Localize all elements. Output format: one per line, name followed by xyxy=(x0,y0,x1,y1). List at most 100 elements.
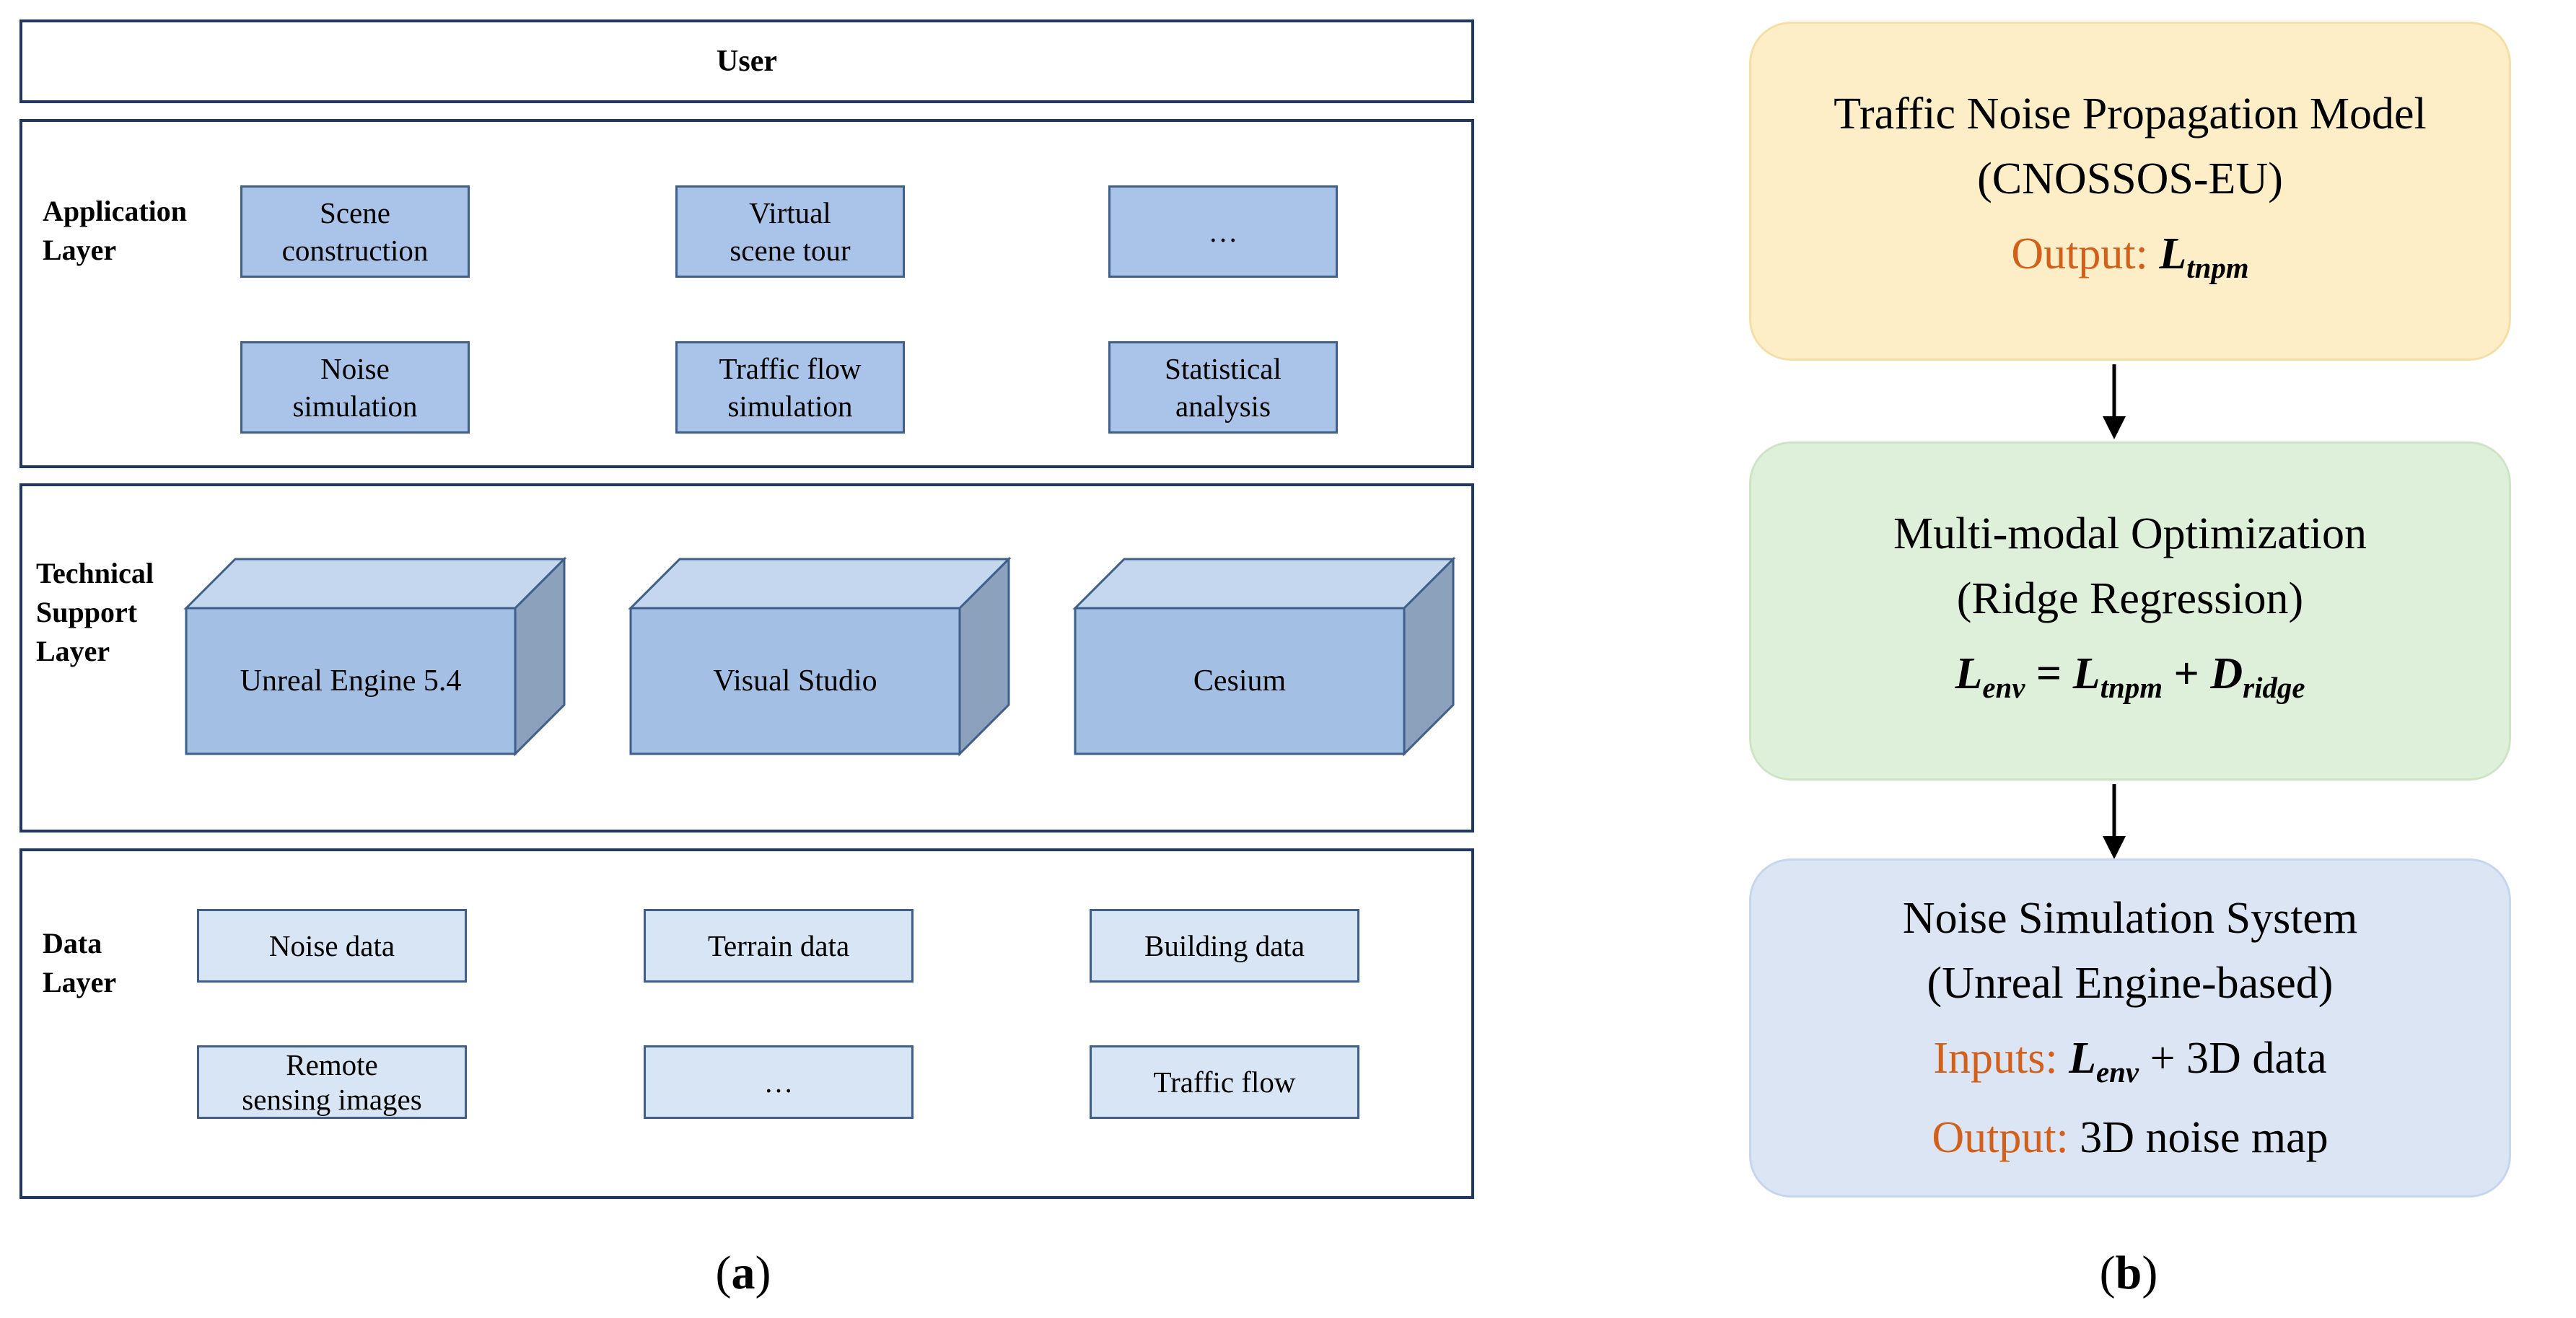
symbol-main: L xyxy=(2159,229,2187,278)
module-statistical-analysis: Statistical analysis xyxy=(1108,341,1338,434)
tool-cubes xyxy=(183,556,1456,757)
data-text: … xyxy=(763,1066,794,1099)
inputs-label: Inputs: xyxy=(1933,1033,2058,1083)
cube-top-face xyxy=(1072,558,1456,610)
cube-visual-studio xyxy=(628,556,1012,757)
output-label: Output: xyxy=(2011,229,2148,278)
technical-layer-label: Technical Support Layer xyxy=(36,554,154,671)
symbol-sub: tnpm xyxy=(2100,672,2163,705)
cube-front-face xyxy=(185,607,517,755)
system-title: Noise Simulation System xyxy=(1902,893,2358,943)
technical-layer-label-line: Support xyxy=(36,596,138,628)
optimization-title: Multi-modal Optimization xyxy=(1893,509,2367,558)
propagation-output: Output: Ltnpm xyxy=(2011,221,2248,301)
panel-b: Traffic Noise Propagation Model (CNOSSOS… xyxy=(1717,0,2576,1318)
formula-term-2: Dridge xyxy=(2210,649,2305,704)
cube-top-face xyxy=(183,558,567,610)
data-layer-label-line: Layer xyxy=(43,966,117,998)
symbol-sub: env xyxy=(1982,672,2025,705)
module-text: Traffic flow xyxy=(719,352,862,385)
panel-a: User Application Layer Scene construction… xyxy=(19,19,1474,1299)
cube-unreal-engine xyxy=(183,556,567,757)
symbol-main: L xyxy=(1955,649,1983,698)
application-layer-label-line: Layer xyxy=(43,234,117,266)
symbol-main: D xyxy=(2210,649,2243,698)
symbol-sub: tnpm xyxy=(2186,252,2249,285)
arrow-down-2 xyxy=(2103,784,2126,859)
data-text: sensing images xyxy=(242,1083,422,1116)
formula-lhs: Lenv xyxy=(1955,649,2025,704)
module-text: … xyxy=(1208,215,1238,248)
caption-paren: ) xyxy=(2142,1247,2158,1299)
caption-a: (a) xyxy=(635,1241,851,1306)
tool-unreal-engine-label: Unreal Engine 5.4 xyxy=(240,664,462,698)
data-text: Remote xyxy=(286,1048,378,1081)
cube-front-face xyxy=(1074,607,1406,755)
data-text: Noise data xyxy=(268,929,395,962)
data-terrain: Terrain data xyxy=(644,909,914,983)
propagation-model-box: Traffic Noise Propagation Model (CNOSSOS… xyxy=(1749,22,2511,361)
data-layer: Data Layer Noise data Terrain data Build… xyxy=(19,848,1474,1199)
user-label: User xyxy=(717,45,777,78)
system-output: Output: 3D noise map xyxy=(1932,1105,2328,1170)
inputs-rest: + 3D data xyxy=(2139,1033,2327,1083)
module-text: construction xyxy=(281,234,429,267)
module-noise-simulation: Noise simulation xyxy=(240,341,470,434)
module-text: Virtual xyxy=(749,196,831,229)
caption-letter: b xyxy=(2115,1247,2142,1299)
module-text: Noise xyxy=(320,352,390,385)
system-output-value: 3D noise map xyxy=(2068,1113,2329,1163)
data-layer-label: Data Layer xyxy=(43,924,116,1002)
optimization-box: Multi-modal Optimization (Ridge Regressi… xyxy=(1749,441,2511,781)
module-text: scene tour xyxy=(730,234,851,267)
simulation-system-box: Noise Simulation System (Unreal Engine-b… xyxy=(1749,858,2511,1198)
inputs-symbol: Lenv xyxy=(2069,1033,2139,1089)
data-traffic-flow: Traffic flow xyxy=(1090,1045,1359,1119)
data-more: … xyxy=(644,1045,914,1119)
user-bar: User xyxy=(19,19,1474,103)
technical-layer-label-line: Layer xyxy=(36,635,110,667)
cube-front-face xyxy=(629,607,961,755)
symbol-main: L xyxy=(2072,649,2100,698)
data-layer-label-line: Data xyxy=(43,927,102,959)
caption-paren: ( xyxy=(715,1247,732,1299)
data-text: Terrain data xyxy=(707,929,850,962)
formula-equals: = xyxy=(2025,649,2073,698)
caption-paren: ) xyxy=(755,1247,771,1299)
tool-cesium-label: Cesium xyxy=(1193,664,1287,698)
optimization-subtitle: (Ridge Regression) xyxy=(1956,574,2304,623)
module-text: Statistical xyxy=(1165,352,1282,385)
symbol-main: L xyxy=(2069,1033,2097,1083)
data-noise: Noise data xyxy=(197,909,467,983)
application-layer-label-line: Application xyxy=(43,195,188,227)
symbol-sub: ridge xyxy=(2243,672,2305,705)
data-text: Building data xyxy=(1144,929,1305,962)
system-output-label: Output: xyxy=(1932,1113,2069,1163)
data-building: Building data xyxy=(1090,909,1359,983)
formula-plus: + xyxy=(2163,649,2211,698)
module-virtual-scene-tour: Virtual scene tour xyxy=(675,185,905,278)
propagation-title: Traffic Noise Propagation Model xyxy=(1834,89,2427,139)
cube-cesium xyxy=(1072,556,1456,757)
module-more: … xyxy=(1108,185,1338,278)
system-inputs: Inputs: Lenv + 3D data xyxy=(1933,1026,2326,1105)
technical-layer-label-line: Technical xyxy=(36,557,154,589)
caption-b: (b) xyxy=(2020,1241,2237,1306)
module-text: analysis xyxy=(1175,390,1271,423)
data-text: Traffic flow xyxy=(1153,1066,1296,1099)
formula-term-1: Ltnpm xyxy=(2072,649,2163,704)
ridge-formula: Lenv = Ltnpm + Dridge xyxy=(1955,641,2305,721)
caption-letter: a xyxy=(731,1247,755,1299)
cube-top-face xyxy=(628,558,1012,610)
system-subtitle: (Unreal Engine-based) xyxy=(1927,958,2334,1008)
arrow-down-1 xyxy=(2103,364,2126,439)
propagation-subtitle: (CNOSSOS-EU) xyxy=(1977,154,2283,203)
module-scene-construction: Scene construction xyxy=(240,185,470,278)
module-text: Scene xyxy=(320,196,390,229)
output-symbol: Ltnpm xyxy=(2159,229,2248,284)
application-layer-label: Application Layer xyxy=(43,192,187,270)
module-text: simulation xyxy=(292,390,418,423)
tool-visual-studio-label: Visual Studio xyxy=(713,664,877,698)
